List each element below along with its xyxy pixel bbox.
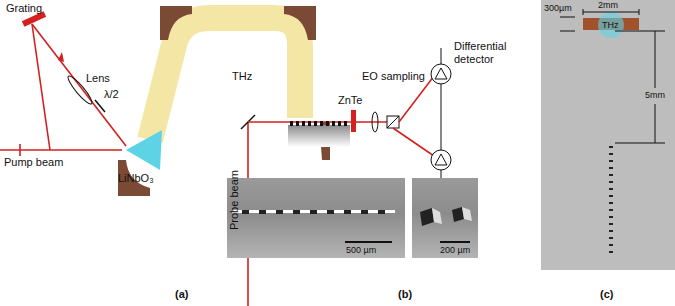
panel-label: (c) <box>600 288 613 301</box>
beam-label: THz <box>232 70 252 83</box>
part-label: ZnTe <box>338 94 362 107</box>
part-label: Lens <box>86 72 110 85</box>
dimension-label: 300µm <box>544 3 572 13</box>
beam-label: THz <box>602 20 619 30</box>
part-label: Differential detector <box>454 40 514 65</box>
panel-label: (a) <box>175 288 188 301</box>
scale-label: 500 µm <box>346 245 376 255</box>
dimension-label: 5mm <box>645 90 665 100</box>
scale-label: 200 µm <box>440 245 470 255</box>
part-label: LiNbO₃ <box>118 172 154 185</box>
part-label: Grating <box>6 2 42 15</box>
dimension-label: 2mm <box>598 0 618 10</box>
part-label: Pump beam <box>4 156 63 169</box>
panel-label: (b) <box>398 288 412 301</box>
part-label: EO sampling <box>362 70 425 83</box>
part-label: λ/2 <box>104 88 119 101</box>
beam-label: Probe beam <box>228 170 241 230</box>
